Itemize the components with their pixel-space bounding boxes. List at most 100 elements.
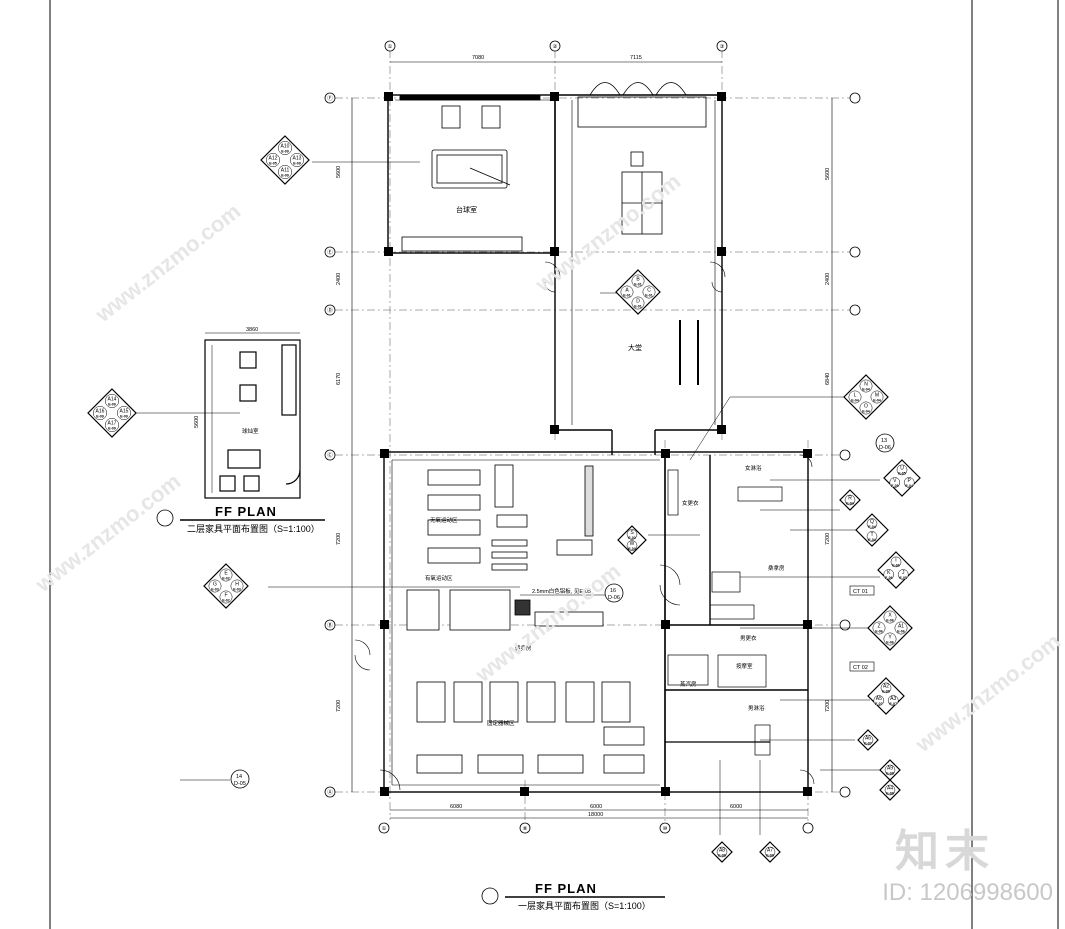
- dim-right-4: 7200: [825, 533, 831, 545]
- marker-ref: E-06: [897, 630, 905, 634]
- marker-ref: E-03: [211, 588, 219, 592]
- marker-bubble: [631, 274, 645, 288]
- room-men-locker: 男更衣: [740, 634, 757, 642]
- marker-code: D: [636, 299, 640, 305]
- marker-code: E: [224, 571, 228, 577]
- room-hall: 大堂: [628, 343, 642, 352]
- marker-code: A14: [108, 397, 117, 403]
- marker-code: A10: [281, 144, 290, 150]
- marker-code: J: [902, 570, 905, 576]
- marker-code: W: [630, 541, 635, 547]
- marker-ref: E-06: [886, 619, 894, 623]
- marker-code: A6: [865, 736, 871, 742]
- marker-code: V: [893, 478, 897, 484]
- marker-ref: E-08: [882, 689, 890, 693]
- columns: [380, 92, 812, 796]
- marker-bubble: [859, 379, 873, 393]
- marker-ref: E-09: [281, 150, 289, 154]
- marker-code: B: [636, 277, 640, 283]
- marker-ref: E-04: [905, 484, 913, 488]
- door-swings: [354, 261, 815, 791]
- dim-bottom-total: 18000: [588, 812, 603, 818]
- marker-code: A5: [876, 696, 882, 702]
- marker-code: A11: [281, 168, 290, 174]
- marker-bubble: [880, 682, 892, 694]
- grid-label-3: ③: [720, 43, 725, 50]
- marker-code: O: [864, 404, 868, 410]
- dim-left-4: 7200: [336, 533, 342, 545]
- marker-ref: E-05: [269, 162, 277, 166]
- grid-row-a: Ⓐ: [327, 788, 333, 796]
- marker-code: U: [900, 465, 904, 471]
- marker-bubble: [642, 285, 656, 299]
- marker-diamond: [855, 513, 889, 547]
- marker-ref: E-08: [886, 792, 894, 796]
- marker-ref: E-09: [96, 415, 104, 419]
- marker-code: A12: [269, 156, 278, 162]
- grid-bubbles-right: [839, 92, 861, 798]
- tag-13: 13: [881, 438, 887, 444]
- marker-bubble: [290, 153, 304, 167]
- marker-ref: E-08: [718, 854, 726, 858]
- marker-diamond: [867, 605, 913, 651]
- room-gym: 健身房: [515, 644, 532, 652]
- lower-plan-subtitle: 一层家具平面布置图（S=1:100）: [518, 900, 651, 911]
- dim-right-1: 5600: [825, 168, 831, 180]
- marker-ref: E-04: [873, 399, 881, 403]
- marker-bubble: [872, 621, 886, 635]
- dim-left-5: 7200: [336, 700, 342, 712]
- marker-bubble: [93, 406, 107, 420]
- marker-code: G: [213, 582, 217, 588]
- marker-code: I: [895, 557, 896, 563]
- marker-bubble: [887, 695, 899, 706]
- marker-bubble: [903, 477, 915, 488]
- marker-code: Z: [877, 624, 880, 630]
- tag-16: 16: [610, 588, 616, 594]
- marker-bubble: [883, 632, 897, 646]
- marker-ref: E-06: [892, 563, 900, 567]
- marker-code: A9: [887, 766, 893, 772]
- marker-diamond: [203, 563, 249, 609]
- dim-top-2: 7115: [630, 55, 642, 61]
- lower-plan-heading: FF PLAN: [535, 881, 597, 896]
- marker-code: A7: [767, 848, 773, 854]
- marker-bubble: [866, 531, 878, 542]
- marker-code: A16: [96, 409, 105, 415]
- marker-bubble: [208, 579, 222, 593]
- marker-bubble: [626, 540, 638, 551]
- marker-bubble: [278, 165, 292, 179]
- marker-code: R: [848, 496, 852, 502]
- marker-ref: E-09: [293, 162, 301, 166]
- marker-ref: E-09: [281, 174, 289, 178]
- elevation-marker: A6E-07: [857, 729, 879, 751]
- locker-fixtures: [665, 469, 783, 756]
- marker-bubble: [626, 529, 638, 540]
- marker-bubble: [844, 494, 856, 506]
- room-steam2: 蒸汽房: [680, 680, 697, 688]
- grid-bottom-8: ⑧: [523, 825, 528, 832]
- marker-code: C: [647, 288, 651, 294]
- marker-bubble: [278, 141, 292, 155]
- marker-ref: E-06: [886, 641, 894, 645]
- marker-bubble: [884, 764, 896, 776]
- marker-ref: E-05: [898, 471, 906, 475]
- gym-equipment: [406, 464, 645, 774]
- marker-ref: E-05: [891, 484, 899, 488]
- marker-code: A15: [120, 409, 129, 415]
- marker-ref: E-06: [885, 576, 893, 580]
- marker-bubble: [859, 401, 873, 415]
- marker-code: N: [864, 382, 868, 388]
- marker-diamond: [617, 525, 647, 555]
- dim-right-3: 6840: [825, 373, 831, 385]
- grid-bottom-1: ①: [382, 825, 387, 832]
- elevation-marker: RE-04: [839, 489, 861, 511]
- marker-ref: E-04: [862, 388, 870, 392]
- room-men-shower: 男淋浴: [748, 704, 765, 712]
- billiards-furniture: [399, 94, 541, 252]
- zone-anaerobic: 无氧运动区: [430, 516, 458, 524]
- room-massage: 按摩室: [736, 662, 753, 670]
